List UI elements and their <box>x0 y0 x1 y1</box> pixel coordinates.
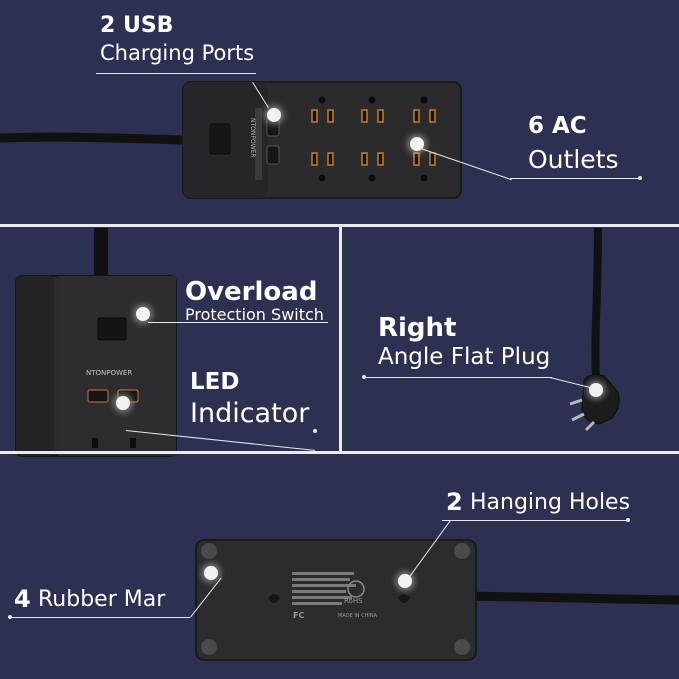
panel-divider-v <box>339 224 342 453</box>
holes-count-label: 2 <box>446 488 463 516</box>
brand-label-top: NTONPOWER <box>249 118 256 158</box>
overload-highlight-dot <box>136 307 150 321</box>
usb-text-label: Charging Ports <box>100 41 255 65</box>
power-strip-bottom <box>195 539 477 661</box>
overload-text-label: Protection Switch <box>185 305 324 324</box>
rubber-foot <box>454 639 470 655</box>
holes-highlight-dot <box>398 574 412 588</box>
plug-leader <box>364 377 552 378</box>
panel-divider-h2 <box>0 451 679 454</box>
made-in-mark: MADE IN CHINA <box>338 613 378 619</box>
feet-highlight-dot <box>204 566 218 580</box>
rubber-foot <box>454 543 470 559</box>
led-highlight-dot <box>116 396 130 410</box>
plug-title-label: Right <box>378 313 457 343</box>
feet-count-label: 4 <box>14 585 31 613</box>
power-cord-top <box>0 132 185 145</box>
hanging-hole <box>398 594 410 603</box>
usb-port-2 <box>266 145 280 165</box>
power-switch-top <box>209 123 231 155</box>
plug-highlight-dot <box>589 383 603 397</box>
holes-leader <box>442 520 628 521</box>
power-switch-closeup <box>97 317 127 341</box>
rohs-mark: RoHS <box>344 597 363 605</box>
led-title-label: LED <box>190 369 240 395</box>
ac-count-label: 6 AC <box>528 113 587 139</box>
feet-leader <box>10 617 190 618</box>
ac-leader <box>510 178 640 179</box>
rubber-foot <box>201 639 217 655</box>
plug-text-label: Angle Flat Plug <box>378 344 551 370</box>
ac-highlight-dot <box>410 137 424 151</box>
rubber-foot <box>201 543 217 559</box>
led-text-label: Indicator <box>190 398 310 429</box>
holes-text-label: Hanging Holes <box>470 490 631 515</box>
flat-plug <box>581 374 620 425</box>
usb-highlight-dot <box>267 108 281 122</box>
usb-leader <box>96 73 256 74</box>
plug-cord <box>591 227 602 381</box>
usb-port-closeup-1 <box>87 389 109 403</box>
brand-label-closeup: NTONPOWER <box>86 369 133 377</box>
overload-title-label: Overload <box>185 277 318 307</box>
overload-leader <box>148 322 328 323</box>
feet-text-label: Rubber Mar <box>38 587 166 612</box>
fcc-mark: FC <box>293 611 305 620</box>
ac-text-label: Outlets <box>528 145 619 174</box>
usb-count-label: 2 USB <box>100 13 174 38</box>
hanging-hole <box>268 594 280 603</box>
